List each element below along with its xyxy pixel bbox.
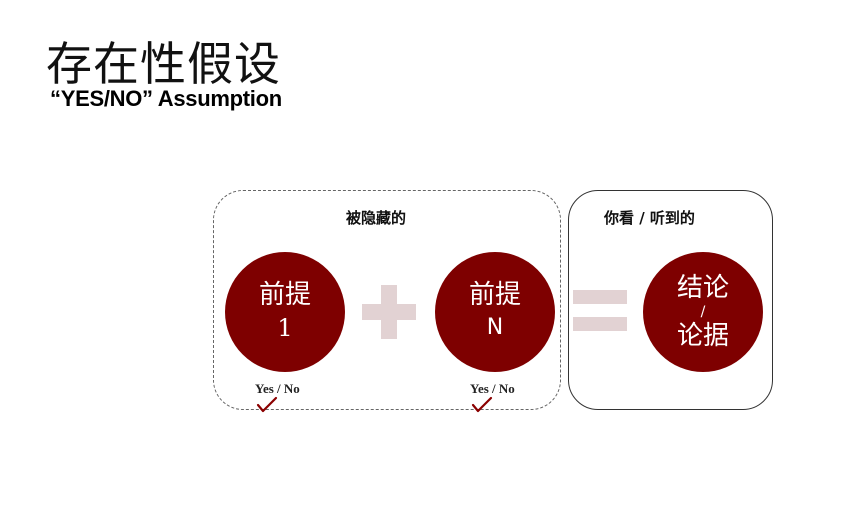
conclusion-label: 结论 (676, 273, 729, 303)
conclusion-circle: 结论 / 论据 (643, 252, 763, 372)
plus-icon (362, 285, 416, 339)
premise-n-circle: 前提 N (435, 252, 555, 372)
premise-1-label: 前提 (258, 280, 311, 310)
page-title: 存在性假设 (46, 37, 281, 91)
seen-conclusion-group (568, 190, 773, 410)
premise-1-circle: 前提 1 (225, 252, 345, 372)
hidden-group-label: 被隐藏的 (346, 209, 407, 227)
seen-group-label: 你看 / 听到的 (604, 209, 695, 227)
premise-n-yes-no: Yes / No (470, 381, 515, 396)
equals-icon (573, 290, 627, 331)
hidden-premises-group (213, 190, 561, 410)
premise-n-label: 前提 (468, 280, 521, 310)
premise-n-letter: N (486, 315, 504, 340)
checkmark-icon (256, 396, 278, 413)
premise-1-yes-no: Yes / No (255, 381, 300, 396)
page-subtitle: “YES/NO” Assumption (50, 86, 282, 111)
premise-1-number: 1 (277, 314, 293, 342)
conclusion-slash: / (700, 304, 706, 320)
checkmark-icon (471, 396, 493, 413)
evidence-label: 论据 (676, 321, 729, 351)
